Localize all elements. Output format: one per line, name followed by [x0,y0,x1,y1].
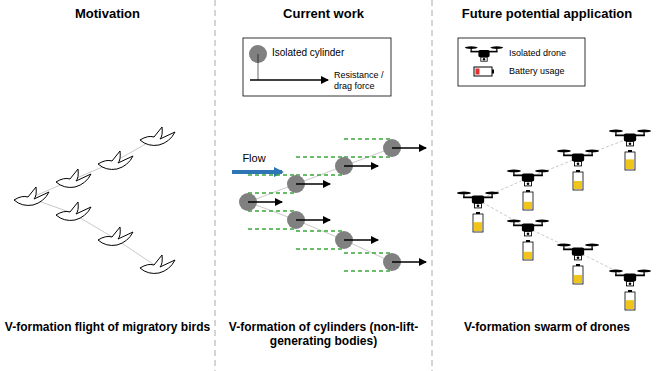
legend-text: Isolated drone [509,48,583,59]
column-heading: Current work [215,6,432,22]
flow-label: Flow [232,152,276,165]
legend-text: Resistance / drag force [334,70,390,92]
column-heading: Motivation [0,6,215,22]
caption-text: V-formation of cylinders (non-lift-gener… [222,320,425,349]
caption-text: V-formation swarm of drones [438,320,656,334]
caption-text: V-formation flight of migratory birds [4,320,211,334]
legend-text: Isolated cylinder [272,47,384,59]
legend-text: Battery usage [509,66,583,77]
column-heading: Future potential application [432,6,662,22]
